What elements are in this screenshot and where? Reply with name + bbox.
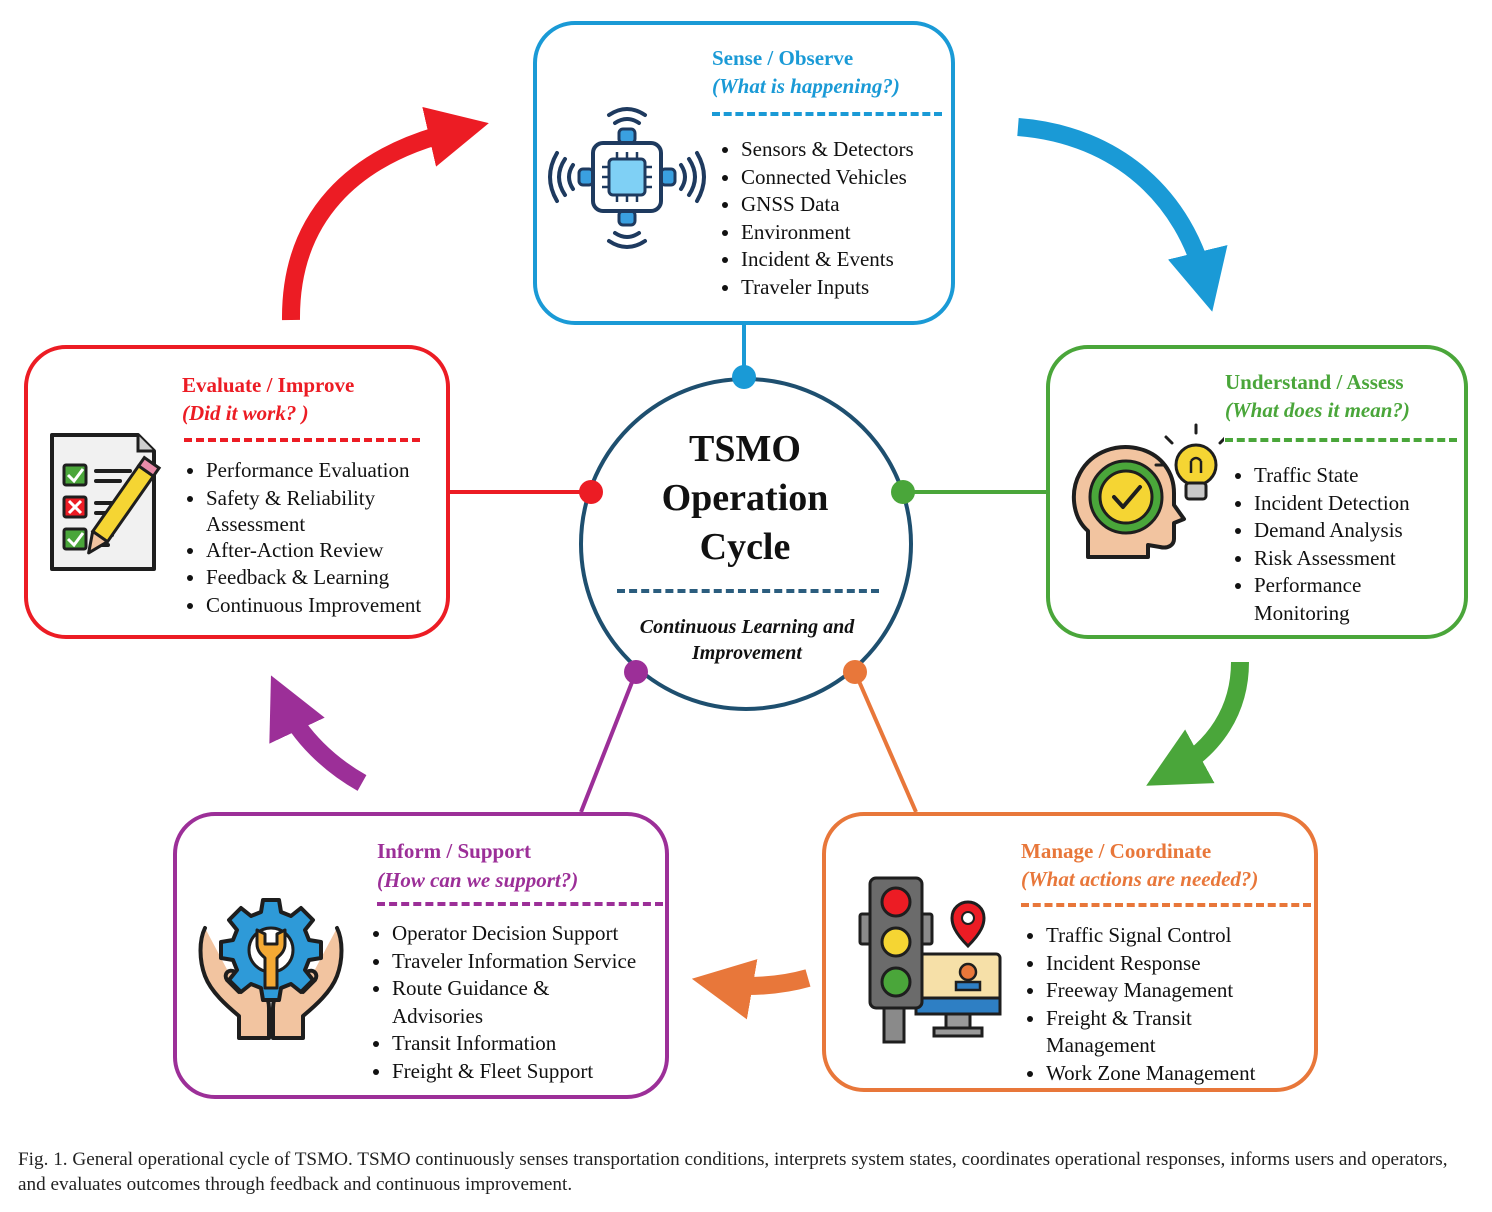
list-item: Traffic State [1254, 462, 1474, 490]
list-item: Work Zone Management [1046, 1060, 1316, 1088]
center-subtitle: Continuous Learning and Improvement [600, 614, 894, 666]
list-item: Safety & Reliability Assessment [206, 485, 406, 537]
evaluate-divider [184, 438, 420, 442]
inform-item-list: Operator Decision Support Traveler Infor… [368, 920, 682, 1085]
head-lightbulb-icon [1071, 423, 1224, 559]
inform-divider [377, 902, 663, 906]
list-item: Traffic Signal Control [1046, 922, 1316, 950]
arrow-inform-to-evaluate [269, 675, 367, 791]
manage-item-list: Traffic Signal Control Incident Response… [1022, 922, 1316, 1087]
inform-connector-dot [624, 660, 648, 684]
evaluate-card: Evaluate / Improve (Did it work? ) Perfo… [24, 345, 450, 639]
traffic-light-monitor-icon [858, 876, 1002, 1044]
arrow-evaluate-to-sense [281, 107, 489, 321]
list-item: Performance Monitoring [1254, 572, 1384, 627]
center-title-line-2: Operation [661, 477, 829, 519]
manage-connector-dot [843, 660, 867, 684]
sense-card: Sense / Observe (What is happening?) Sen… [533, 21, 955, 325]
center-title-line-1: TSMO [689, 428, 801, 470]
list-item: Environment [741, 219, 971, 247]
arrow-sense-to-understand [1017, 118, 1228, 312]
list-item: Performance Evaluation [206, 457, 456, 485]
inform-title: Inform / Support [377, 839, 532, 863]
list-item: Connected Vehicles [741, 164, 971, 192]
arrow-understand-to-manage [1146, 661, 1249, 786]
inform-question: (How can we support?) [377, 868, 579, 892]
figure-caption: Fig. 1. General operational cycle of TSM… [18, 1149, 1448, 1195]
center-subtitle-line-1: Continuous Learning and [639, 616, 855, 638]
sense-question: (What is happening?) [712, 74, 900, 98]
evaluate-item-list: Performance Evaluation Safety & Reliabil… [182, 457, 456, 619]
understand-title: Understand / Assess [1225, 370, 1404, 394]
manage-divider [1021, 903, 1311, 907]
list-item: Incident Response [1046, 950, 1316, 978]
hands-gear-wrench-icon [198, 898, 344, 1040]
sense-connector-dot [732, 365, 756, 389]
center-subtitle-line-2: Improvement [692, 642, 802, 664]
list-item: Continuous Improvement [206, 592, 456, 620]
list-item: Route Guidance & Advisories [392, 975, 582, 1030]
list-item: GNSS Data [741, 191, 971, 219]
understand-question: (What does it mean?) [1225, 398, 1410, 422]
list-item: Freight & Fleet Support [392, 1058, 682, 1086]
list-item: Freight & Transit Management [1046, 1005, 1216, 1060]
understand-connector-dot [891, 480, 915, 504]
inform-card: Inform / Support (How can we support?) O… [173, 812, 669, 1099]
checklist-pencil-icon [50, 433, 162, 571]
arrow-manage-to-inform [691, 959, 811, 1020]
evaluate-title: Evaluate / Improve [182, 373, 355, 397]
manage-card: Manage / Coordinate (What actions are ne… [822, 812, 1318, 1092]
sense-item-list: Sensors & Detectors Connected Vehicles G… [717, 136, 971, 301]
list-item: Transit Information [392, 1030, 682, 1058]
list-item: Sensors & Detectors [741, 136, 971, 164]
list-item: After-Action Review [206, 537, 456, 565]
evaluate-question: (Did it work? ) [182, 401, 309, 425]
manage-title: Manage / Coordinate [1021, 839, 1212, 863]
list-item: Incident & Events [741, 246, 971, 274]
sense-title: Sense / Observe [712, 46, 854, 70]
center-divider [617, 589, 879, 593]
list-item: Freeway Management [1046, 977, 1316, 1005]
list-item: Feedback & Learning [206, 564, 456, 592]
sense-divider [712, 112, 942, 116]
list-item: Traveler Information Service [392, 948, 682, 976]
iot-chip-signal-icon [548, 107, 706, 249]
list-item: Demand Analysis [1254, 517, 1474, 545]
list-item: Incident Detection [1254, 490, 1474, 518]
evaluate-connector-dot [579, 480, 603, 504]
manage-question: (What actions are needed?) [1021, 867, 1259, 891]
understand-item-list: Traffic State Incident Detection Demand … [1230, 462, 1474, 627]
manage-connector [853, 671, 918, 813]
understand-card: Understand / Assess (What does it mean?)… [1046, 345, 1468, 639]
list-item: Risk Assessment [1254, 545, 1474, 573]
understand-divider [1225, 438, 1457, 442]
inform-connector [579, 671, 638, 813]
center-title: TSMO Operation Cycle [580, 425, 910, 572]
list-item: Traveler Inputs [741, 274, 971, 302]
list-item: Operator Decision Support [392, 920, 682, 948]
center-title-line-3: Cycle [699, 526, 791, 568]
